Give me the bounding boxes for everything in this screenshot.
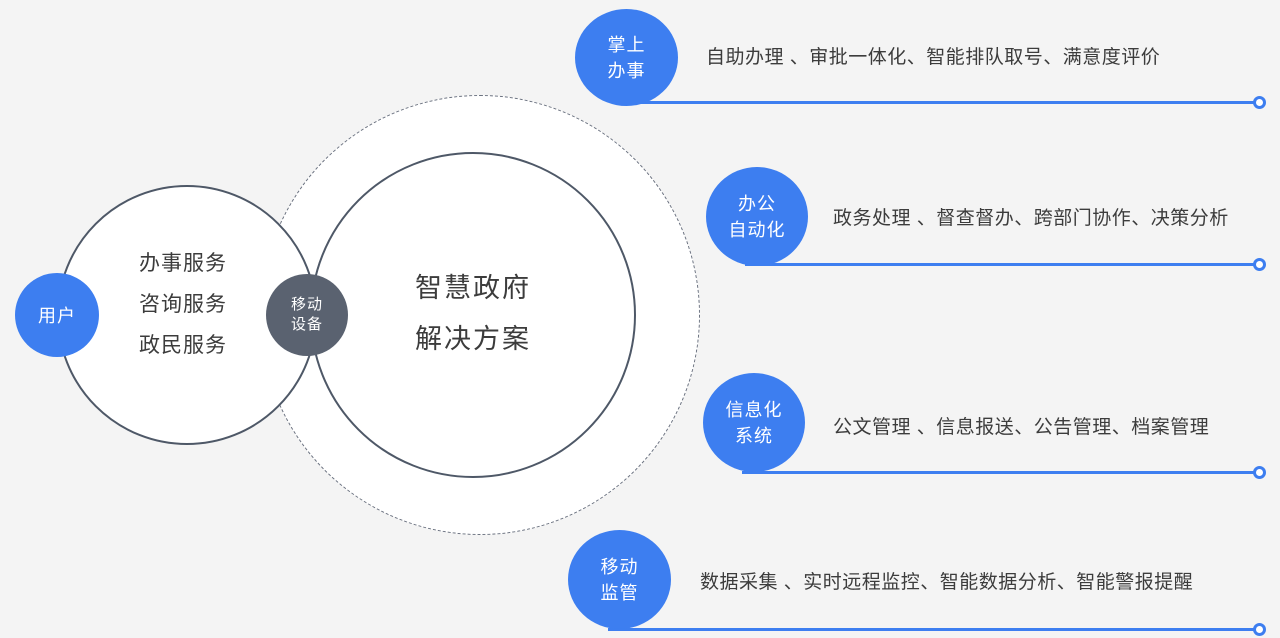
concept-venn-group: 办事服务 咨询服务 政民服务 智慧政府 解决方案 用户 移动 设备 — [15, 95, 700, 535]
feature-line-4 — [608, 628, 1257, 631]
feature-endpoint-dot-2 — [1253, 258, 1266, 271]
feature-bubble-2-line2: 自动化 — [728, 219, 786, 240]
feature-bubble-3-line2: 系统 — [735, 425, 773, 446]
feature-bubble-1-line1: 掌上 — [607, 34, 646, 55]
feature-description-1: 自助办理 、审批一体化、智能排队取号、满意度评价 — [706, 47, 1161, 68]
mobile-device-label-line1: 移动 — [290, 296, 323, 313]
service-item-1: 咨询服务 — [139, 293, 227, 316]
feature-endpoint-dot-1 — [1253, 96, 1266, 109]
feature-bubble-4-line1: 移动 — [600, 556, 639, 577]
feature-bubble-2[interactable]: 办公 自动化 — [706, 167, 808, 266]
feature-line-3 — [742, 471, 1257, 474]
solution-title-line2: 解决方案 — [415, 324, 531, 354]
mobile-device-label-line2: 设备 — [290, 316, 323, 333]
feature-bubble-2-line1: 办公 — [738, 193, 776, 214]
user-node[interactable]: 用户 — [15, 273, 99, 357]
feature-bubble-3-line1: 信息化 — [725, 399, 783, 420]
feature-bubble-1[interactable]: 掌上 办事 — [575, 9, 678, 106]
feature-bubble-1-line2: 办事 — [607, 60, 646, 81]
services-list: 办事服务 咨询服务 政民服务 — [108, 243, 258, 366]
feature-line-1 — [615, 101, 1257, 104]
feature-endpoint-dot-3 — [1253, 466, 1266, 479]
feature-line-2 — [745, 263, 1257, 266]
feature-description-4: 数据采集 、实时远程监控、智能数据分析、智能警报提醒 — [700, 572, 1194, 593]
feature-description-3: 公文管理 、信息报送、公告管理、档案管理 — [833, 417, 1210, 438]
solution-title: 智慧政府 解决方案 — [353, 263, 593, 365]
service-item-0: 办事服务 — [139, 252, 227, 275]
feature-description-2: 政务处理 、督查督办、跨部门协作、决策分析 — [833, 208, 1229, 229]
feature-endpoint-dot-4 — [1253, 623, 1266, 636]
user-node-label: 用户 — [38, 306, 76, 326]
feature-bubble-3[interactable]: 信息化 系统 — [703, 373, 805, 472]
solution-title-line1: 智慧政府 — [415, 273, 531, 303]
feature-bubble-4-line2: 监管 — [600, 582, 639, 603]
solution-circle — [310, 152, 636, 478]
feature-bubble-4[interactable]: 移动 监管 — [568, 530, 671, 629]
service-item-2: 政民服务 — [139, 334, 227, 357]
mobile-device-node[interactable]: 移动 设备 — [266, 274, 348, 356]
